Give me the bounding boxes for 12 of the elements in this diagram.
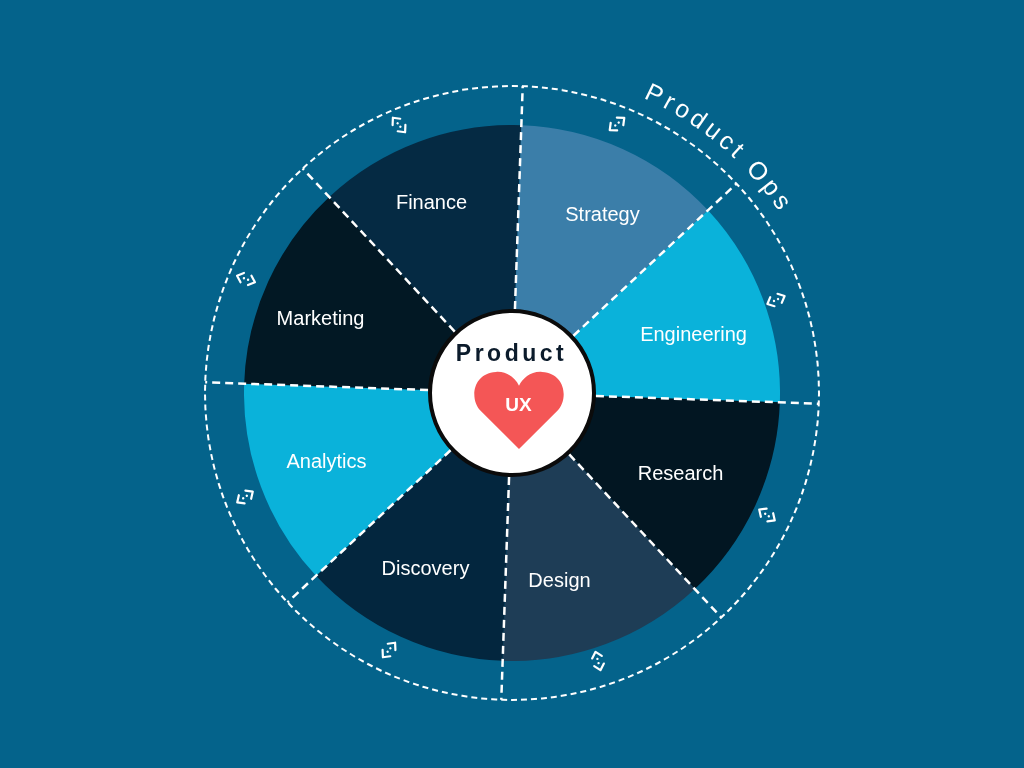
sector-label: Design [528, 567, 591, 592]
heart-shape [472, 370, 565, 449]
heart-label: UX [505, 393, 532, 416]
sector-label: Engineering [640, 321, 747, 346]
hub-title: Product [455, 339, 568, 366]
sector-label: Marketing [276, 305, 365, 330]
dashed-ring [204, 85, 820, 701]
sector-label: Strategy [565, 201, 640, 226]
sector-label: Analytics [286, 448, 367, 473]
sector-label: Research [637, 460, 724, 485]
sector-label: Discovery [381, 555, 470, 580]
sector-label: Finance [395, 189, 468, 214]
